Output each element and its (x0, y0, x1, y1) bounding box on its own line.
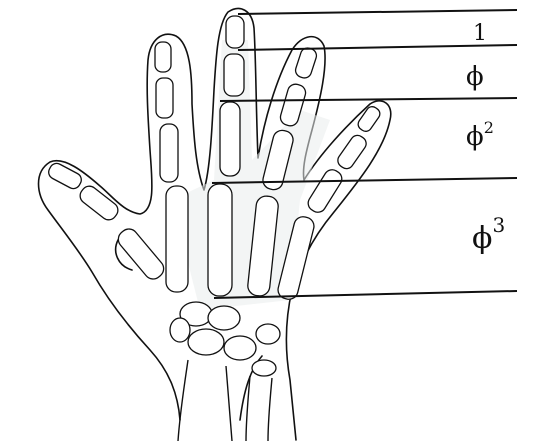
thumb-distal-phalanx (46, 161, 84, 191)
segment-label-phi-squared: ϕ2 (466, 118, 494, 152)
carpal-bone (252, 360, 276, 376)
carpal-bone (224, 336, 256, 360)
fingertip-line (238, 10, 517, 14)
middle-middle-phalanx (224, 54, 244, 96)
carpal-bone (256, 324, 280, 344)
middle-proximal-phalanx (220, 102, 240, 176)
carpal-bone (208, 306, 240, 330)
proportion-labels: 1 ϕ ϕ2 ϕ3 (466, 21, 505, 256)
hand-bones (46, 16, 382, 376)
segment-label-1: 1 (473, 21, 487, 46)
little-proximal-phalanx (305, 167, 345, 216)
middle-joint-line (220, 98, 517, 101)
index-proximal-phalanx (160, 124, 178, 182)
index-distal-phalanx (155, 42, 171, 72)
middle-metacarpal (208, 184, 232, 296)
middle-distal-phalanx (226, 16, 244, 48)
thumb-metacarpal (115, 225, 168, 282)
carpal-bone (188, 329, 224, 355)
ring-distal-phalanx (294, 46, 318, 79)
segment-label-phi-cubed: ϕ3 (472, 213, 505, 256)
segment-label-phi: ϕ (466, 62, 484, 92)
index-middle-phalanx (156, 78, 173, 118)
carpal-bone (170, 318, 190, 342)
little-distal-phalanx (356, 104, 382, 133)
thumb-proximal-phalanx (77, 183, 121, 223)
index-metacarpal (166, 186, 188, 292)
little-middle-phalanx (335, 133, 369, 172)
